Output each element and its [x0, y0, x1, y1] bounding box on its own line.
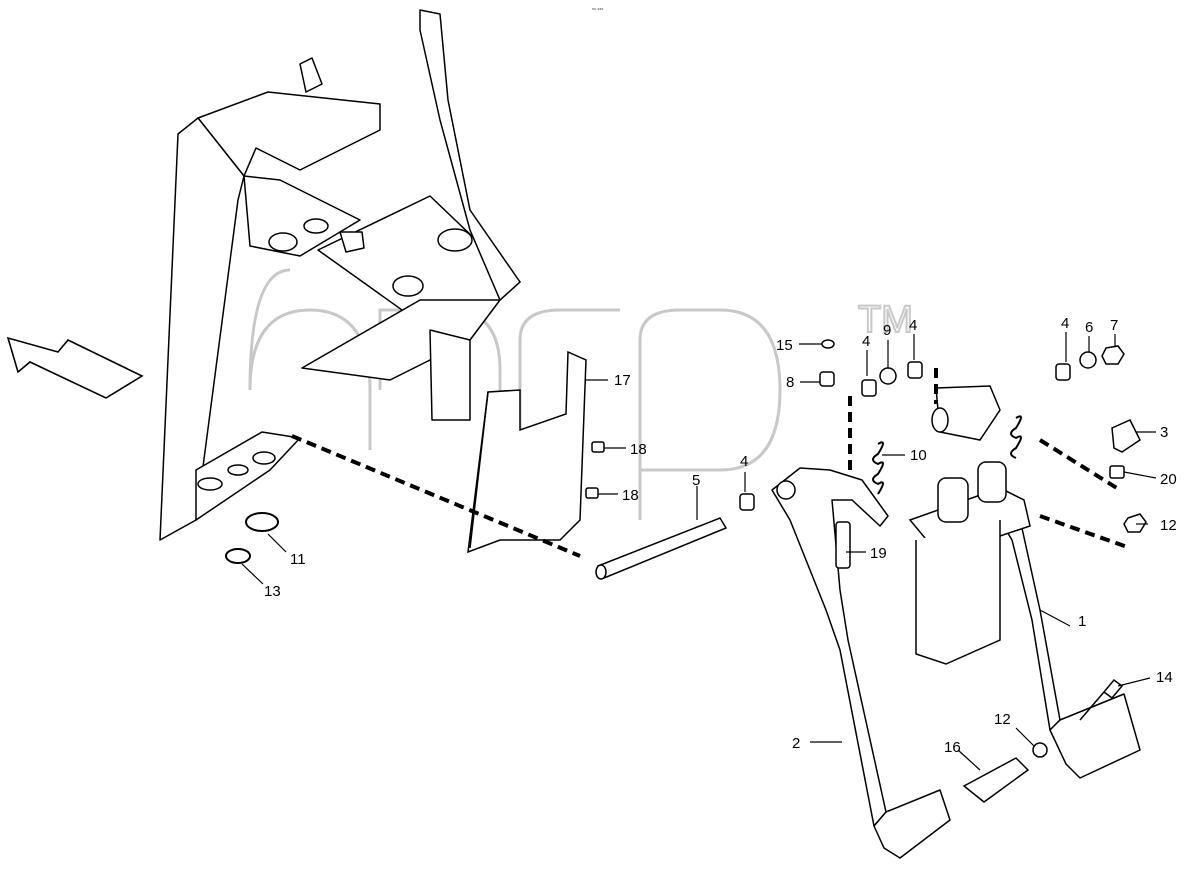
bushing-4-upper: [861, 379, 877, 397]
callout-18b: 18: [622, 487, 639, 504]
nut-7: [1101, 345, 1125, 365]
callout-4-shaft: 4: [740, 453, 748, 470]
callout-20: 20: [1160, 471, 1177, 488]
pedal-arm-2: [771, 467, 951, 859]
bolt-18b: [585, 487, 599, 499]
bolt-14: [1079, 678, 1124, 721]
bushing-4-mid: [907, 361, 923, 379]
pedal-support-frame: [159, 9, 521, 541]
callout-4-upper: 4: [862, 333, 870, 350]
pivot-shaft-5: [595, 517, 728, 580]
direction-arrow-icon: [6, 336, 144, 399]
bolt-18a: [591, 441, 605, 453]
return-spring-right: [1010, 415, 1022, 459]
callout-1: 1: [1078, 613, 1086, 630]
callout-12-right: 12: [1160, 517, 1177, 534]
grommet-11: [245, 512, 279, 532]
switch-19: [835, 521, 851, 569]
callout-12-lower: 12: [994, 711, 1011, 728]
callout-4-mid: 4: [909, 317, 917, 334]
washer-9: [879, 367, 897, 385]
callout-16: 16: [944, 739, 961, 756]
callout-5: 5: [692, 472, 700, 489]
grommet-13: [225, 548, 251, 564]
pad-16: [962, 757, 1030, 803]
callout-13: 13: [264, 583, 281, 600]
return-spring-10: [872, 441, 884, 495]
callout-18a: 18: [630, 441, 647, 458]
bushing-4-shaft: [739, 493, 755, 511]
bushing-4-right: [1055, 363, 1071, 381]
assembly-dashed-lines: [291, 368, 1131, 558]
cover-plate-17: [467, 350, 587, 554]
leader-lines: [241, 332, 1157, 771]
nut-20: [1109, 465, 1125, 479]
callout-9: 9: [883, 322, 891, 339]
callout-8: 8: [786, 374, 794, 391]
watermark-tm: TM: [858, 299, 913, 341]
callout-15: 15: [776, 337, 793, 354]
callout-14: 14: [1156, 669, 1173, 686]
callout-11: 11: [290, 551, 306, 568]
clevis-3: [1111, 419, 1141, 453]
master-cylinder: [908, 385, 1031, 665]
callout-6: 6: [1085, 319, 1093, 336]
nut-12-lower: [1032, 742, 1048, 758]
callout-2: 2: [792, 735, 800, 752]
corner-code: °° °°°: [592, 8, 603, 14]
callout-17: 17: [614, 372, 631, 389]
callout-10: 10: [910, 447, 927, 464]
nut-12-right: [1123, 513, 1147, 533]
pedal-arm-1: [999, 509, 1141, 779]
callout-3: 3: [1160, 424, 1168, 441]
washer-6: [1079, 351, 1097, 369]
pin-8: [819, 371, 835, 387]
callout-4-right: 4: [1061, 315, 1069, 332]
callout-7: 7: [1110, 317, 1118, 334]
clip-15: [821, 339, 835, 349]
callout-19: 19: [870, 545, 887, 562]
